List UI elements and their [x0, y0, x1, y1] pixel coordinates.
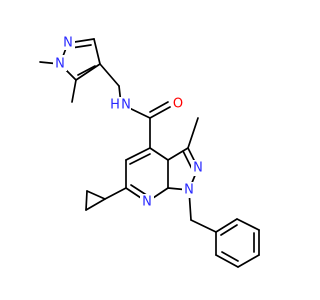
bonds — [39, 38, 260, 268]
label-bg-ring-n-top — [191, 160, 205, 176]
bond-cyclopropyl-c — [85, 198, 106, 211]
bond-c4-ch2 — [99, 63, 120, 87]
bond-phenyl-5 — [215, 254, 239, 268]
bond-phenyl-double-3 — [221, 251, 239, 262]
bond-c4-c5-fused-double — [129, 153, 151, 165]
ring-n-top-label: N — [193, 161, 203, 176]
bond-c3a-c3 — [167, 147, 189, 161]
bond-c4-c5 — [75, 63, 101, 81]
bond-c4-c5-double — [77, 65, 96, 76]
bond-carbonyl-o — [149, 106, 171, 119]
label-bg-pyrazole-n2 — [61, 34, 75, 50]
bond-phenyl-4 — [237, 254, 260, 268]
bond-phenyl-2 — [236, 218, 260, 231]
bond-cyclopropyl-a — [86, 190, 106, 200]
bond-c3a-c4 — [149, 147, 169, 161]
bond-phenyl-1 — [215, 218, 238, 233]
pyridine-n-label: N — [142, 195, 152, 210]
bond-c5-methyl — [71, 79, 77, 103]
bond-c4-c5-fused — [125, 147, 151, 161]
amide-h-label: H — [110, 98, 120, 113]
bond-c3-n2-double — [182, 150, 193, 170]
chemical-structure: N N N H O N N N — [39, 34, 260, 268]
bond-c3-methyl — [187, 117, 199, 149]
label-bg-amide-nh — [111, 97, 131, 113]
bond-phenyl-double-1 — [220, 224, 238, 236]
bond-ch2-phenyl — [190, 219, 217, 233]
amide-n-label: N — [121, 98, 131, 113]
bond-carbonyl-o-double — [149, 101, 169, 113]
bond-c6-cyclopropyl — [104, 187, 127, 200]
atom-labels: N N N H O N N N — [53, 34, 205, 210]
label-bg-carbonyl-o — [171, 96, 185, 112]
label-bg-pyrazole-n1 — [53, 55, 67, 71]
pyrazole-n1-label: N — [55, 57, 65, 72]
label-bg-ring-n-bottom — [182, 182, 196, 198]
ring-n-bottom-label: N — [184, 183, 194, 198]
pyrazole-n2-label: N — [63, 36, 73, 51]
bond-c3-c4 — [93, 38, 101, 65]
bond-cyclopropyl-b — [85, 190, 88, 211]
carbonyl-o-label: O — [173, 97, 183, 112]
label-bg-pyridine-n — [140, 194, 154, 210]
